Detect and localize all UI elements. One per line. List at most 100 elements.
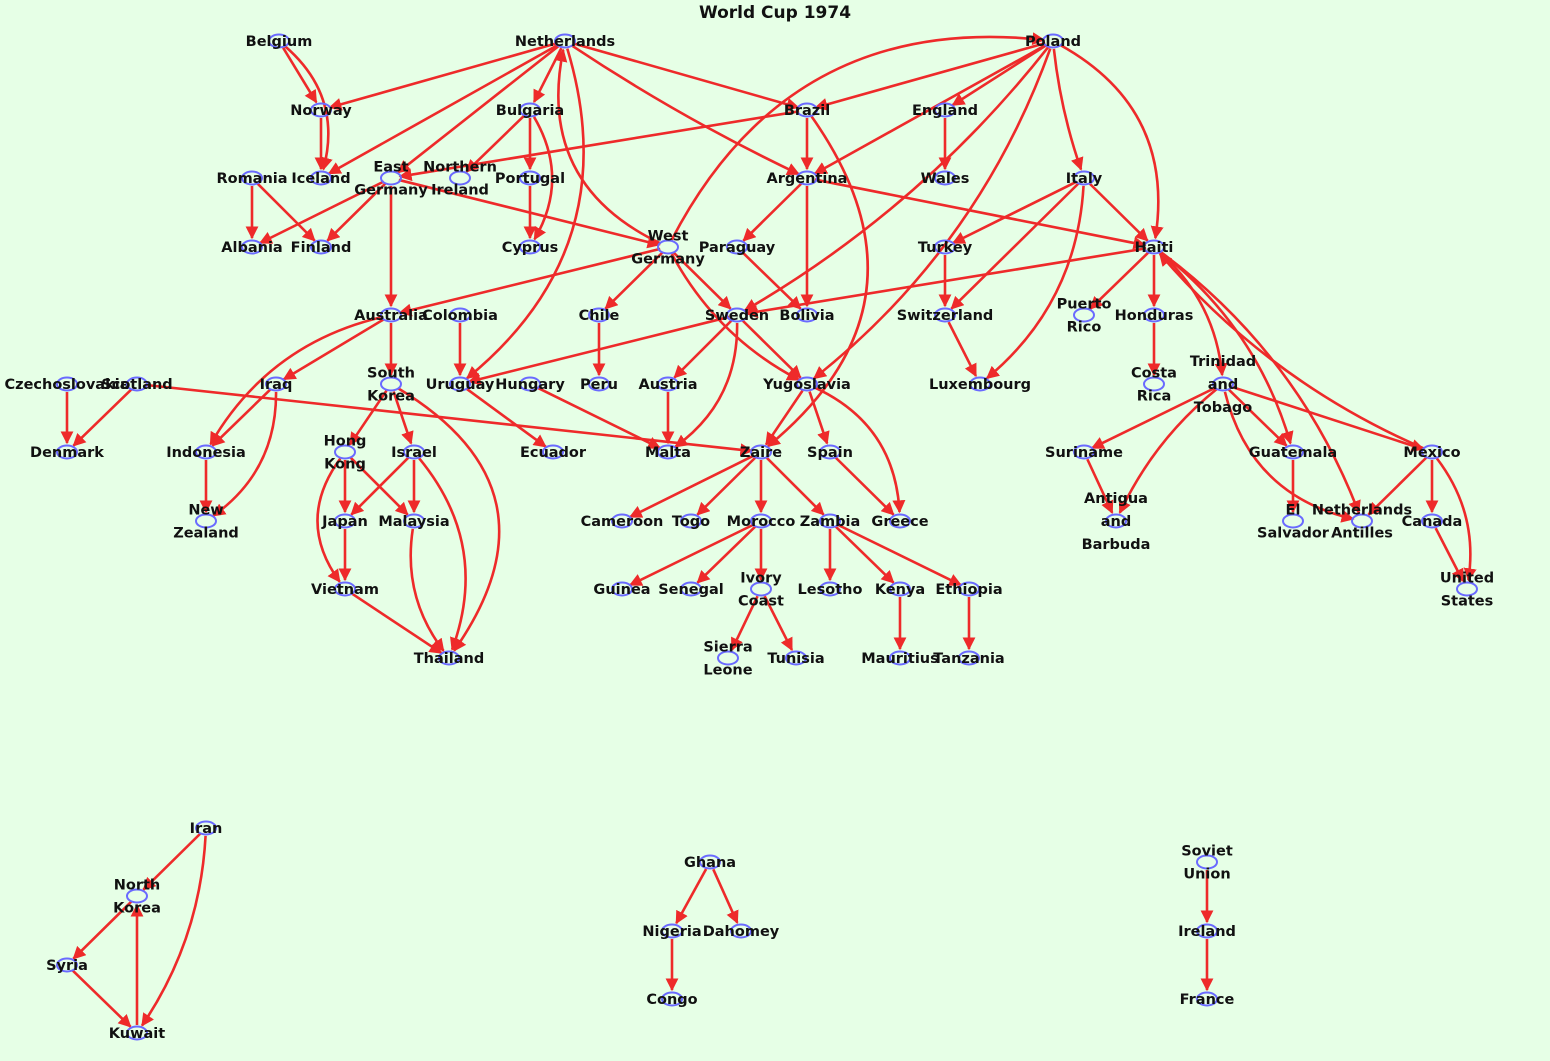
node-label: Barbuda [1082, 537, 1151, 553]
node-mauritius[interactable]: Mauritius [861, 650, 939, 667]
node-ghana[interactable]: Ghana [684, 854, 736, 871]
node-haiti[interactable]: Haiti [1135, 239, 1174, 256]
node-ecuador[interactable]: Ecuador [520, 444, 587, 461]
node-italy[interactable]: Italy [1066, 170, 1103, 187]
node-brazil[interactable]: Brazil [784, 102, 830, 119]
node-colombia[interactable]: Colombia [422, 307, 498, 324]
node-label: Albania [221, 240, 282, 256]
node-paraguay[interactable]: Paraguay [699, 239, 776, 256]
node-lesotho[interactable]: Lesotho [798, 581, 863, 598]
node-cameroon[interactable]: Cameroon [581, 513, 664, 530]
node-yugoslavia[interactable]: Yugoslavia [762, 376, 851, 393]
node-togo[interactable]: Togo [672, 513, 710, 530]
node-spain[interactable]: Spain [807, 444, 853, 461]
node-label: South [367, 366, 415, 382]
node-finland[interactable]: Finland [291, 239, 352, 256]
node-chile[interactable]: Chile [579, 307, 620, 324]
node-suriname[interactable]: Suriname [1045, 444, 1123, 461]
node-guatemala[interactable]: Guatemala [1249, 444, 1337, 461]
node-denmark[interactable]: Denmark [30, 444, 104, 461]
node-greece[interactable]: Greece [871, 513, 929, 530]
node-honduras[interactable]: Honduras [1115, 307, 1194, 324]
node-congo[interactable]: Congo [646, 991, 698, 1008]
node-guinea[interactable]: Guinea [593, 581, 651, 598]
node-hungary[interactable]: Hungary [495, 376, 565, 393]
node-romania[interactable]: Romania [216, 170, 288, 187]
node-canada[interactable]: Canada [1402, 513, 1463, 530]
node-tanzania[interactable]: Tanzania [933, 650, 1005, 667]
node-marker [796, 170, 818, 186]
node-marker [750, 444, 772, 460]
node-nigeria[interactable]: Nigeria [642, 923, 702, 940]
node-japan[interactable]: Japan [321, 513, 368, 530]
node-label: Austria [638, 377, 697, 393]
node-marker [265, 376, 287, 392]
node-austria[interactable]: Austria [638, 376, 698, 393]
node-syria[interactable]: Syria [46, 957, 88, 974]
edge-ivorycoast-sierraleone [730, 595, 759, 652]
node-indonesia[interactable]: Indonesia [166, 444, 246, 461]
node-iran[interactable]: Iran [190, 820, 223, 837]
node-kenya[interactable]: Kenya [875, 581, 925, 598]
node-israel[interactable]: Israel [391, 444, 437, 461]
node-poland[interactable]: Poland [1025, 33, 1081, 50]
node-ireland[interactable]: Ireland [1178, 923, 1236, 940]
node-label: Leone [703, 663, 752, 679]
node-france[interactable]: France [1180, 991, 1235, 1008]
node-norway[interactable]: Norway [290, 102, 352, 119]
node-thailand[interactable]: Thailand [414, 650, 484, 667]
edge-poland-italy [1052, 48, 1084, 171]
node-england[interactable]: England [912, 102, 978, 119]
node-argentina[interactable]: Argentina [767, 170, 848, 187]
node-malta[interactable]: Malta [645, 444, 691, 461]
node-zambia[interactable]: Zambia [800, 513, 861, 530]
node-marker [785, 650, 807, 666]
node-iceland[interactable]: Iceland [291, 170, 351, 187]
node-australia[interactable]: Australia [354, 307, 428, 324]
node-ethiopia[interactable]: Ethiopia [935, 581, 1003, 598]
node-vietnam[interactable]: Vietnam [311, 581, 379, 598]
node-morocco[interactable]: Morocco [727, 513, 796, 530]
node-peru[interactable]: Peru [580, 376, 618, 393]
node-luxembourg[interactable]: Luxembourg [929, 376, 1031, 393]
node-netherlands[interactable]: Netherlands [515, 33, 615, 50]
node-iraq[interactable]: Iraq [260, 376, 293, 393]
node-scotland[interactable]: Scotland [101, 376, 173, 393]
node-bulgaria[interactable]: Bulgaria [496, 102, 564, 119]
node-bolivia[interactable]: Bolivia [779, 307, 835, 324]
node-cyprus[interactable]: Cyprus [502, 239, 559, 256]
node-malaysia[interactable]: Malaysia [378, 513, 450, 530]
node-tunisia[interactable]: Tunisia [767, 650, 825, 667]
node-turkey[interactable]: Turkey [918, 239, 973, 256]
node-zaire[interactable]: Zaire [740, 444, 782, 461]
node-czechoslovakia[interactable]: Czechoslovakia [5, 376, 130, 393]
node-sweden[interactable]: Sweden [705, 307, 769, 324]
node-switzerland[interactable]: Switzerland [897, 307, 994, 324]
node-uruguay[interactable]: Uruguay [426, 376, 495, 393]
node-senegal[interactable]: Senegal [658, 581, 724, 598]
node-wales[interactable]: Wales [921, 170, 970, 187]
node-kuwait[interactable]: Kuwait [109, 1025, 165, 1042]
node-albania[interactable]: Albania [221, 239, 283, 256]
node-dahomey[interactable]: Dahomey [703, 923, 780, 940]
node-portugal[interactable]: Portugal [495, 170, 565, 187]
node-belgium[interactable]: Belgium [246, 33, 313, 50]
node-mexico[interactable]: Mexico [1403, 444, 1461, 461]
